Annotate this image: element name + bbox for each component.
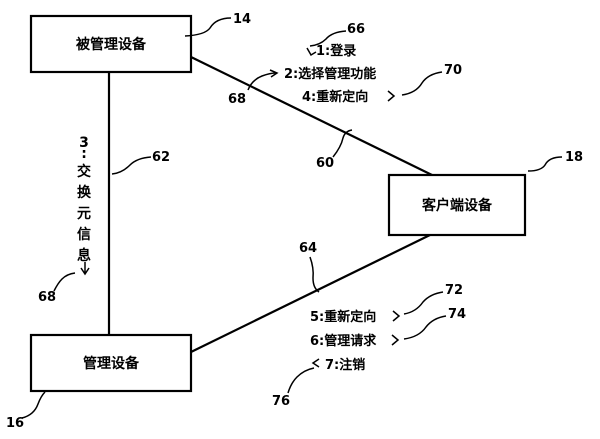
logout-message: 7:注销	[325, 357, 365, 373]
managed-device-ref-leader	[184, 17, 232, 37]
logout-arrow	[311, 358, 320, 368]
managed-device-label: 被管理设备	[76, 36, 147, 53]
link-managed-to-client	[190, 56, 433, 176]
management-request-message: 6:管理请求	[310, 333, 377, 349]
client-device-label: 客户端设备	[421, 197, 493, 214]
client-device-box	[387, 173, 527, 237]
link-64-ref: 64	[299, 241, 317, 256]
logout-ref: 76	[272, 394, 290, 409]
management-device-box	[29, 333, 193, 393]
login-ref-leader	[309, 30, 347, 47]
redirect-5-message: 5:重新定向	[310, 309, 376, 325]
management-request-arrow	[391, 334, 400, 346]
management-device-ref-leader	[21, 391, 46, 419]
managed-device-ref: 14	[233, 12, 251, 27]
link-64-ref-leader	[309, 256, 320, 293]
exchange-info-message: 3 : 交 换 元 信 息	[77, 135, 92, 264]
select-function-message: 2:选择管理功能	[284, 66, 376, 82]
select-function-arrow	[269, 69, 279, 78]
redirect-4-message: 4:重新定向	[302, 89, 368, 105]
link-client-to-management	[190, 234, 431, 353]
exchange-info-arrow	[80, 262, 90, 276]
exchange-info-ref: 68	[38, 290, 56, 305]
client-device-ref-leader	[527, 156, 563, 172]
login-ref: 66	[347, 22, 365, 37]
link-60-ref-leader	[332, 129, 353, 158]
redirect-5-arrow	[392, 310, 401, 322]
redirect-4-ref: 70	[444, 63, 462, 78]
exchange-info-char: 3	[79, 135, 89, 151]
redirect-5-ref-leader	[403, 291, 444, 315]
login-arrow	[306, 47, 317, 57]
redirect-4-arrow	[387, 90, 396, 102]
exchange-info-char: :	[81, 146, 87, 162]
select-function-ref-leader	[247, 72, 277, 91]
link-62-ref-leader	[111, 156, 152, 175]
management-request-ref-leader	[403, 315, 447, 340]
exchange-info-ref-leader	[53, 272, 76, 292]
exchange-info-char: 交	[77, 163, 91, 180]
management-request-ref: 74	[448, 307, 466, 322]
logout-ref-leader	[287, 367, 315, 394]
select-function-ref: 68	[228, 92, 246, 107]
management-device-ref: 16	[6, 416, 24, 431]
exchange-info-char: 信	[77, 226, 91, 243]
exchange-info-char: 息	[77, 247, 91, 264]
exchange-info-char: 元	[77, 206, 91, 222]
managed-device-box	[29, 14, 193, 74]
client-device-ref: 18	[565, 150, 583, 165]
link-62-ref: 62	[152, 150, 170, 165]
link-60-ref: 60	[316, 156, 334, 171]
exchange-info-char: 换	[77, 184, 92, 201]
login-message: 1:登录	[316, 43, 356, 59]
redirect-4-ref-leader	[401, 71, 443, 96]
management-device-label: 管理设备	[83, 355, 140, 372]
redirect-5-ref: 72	[445, 283, 463, 298]
